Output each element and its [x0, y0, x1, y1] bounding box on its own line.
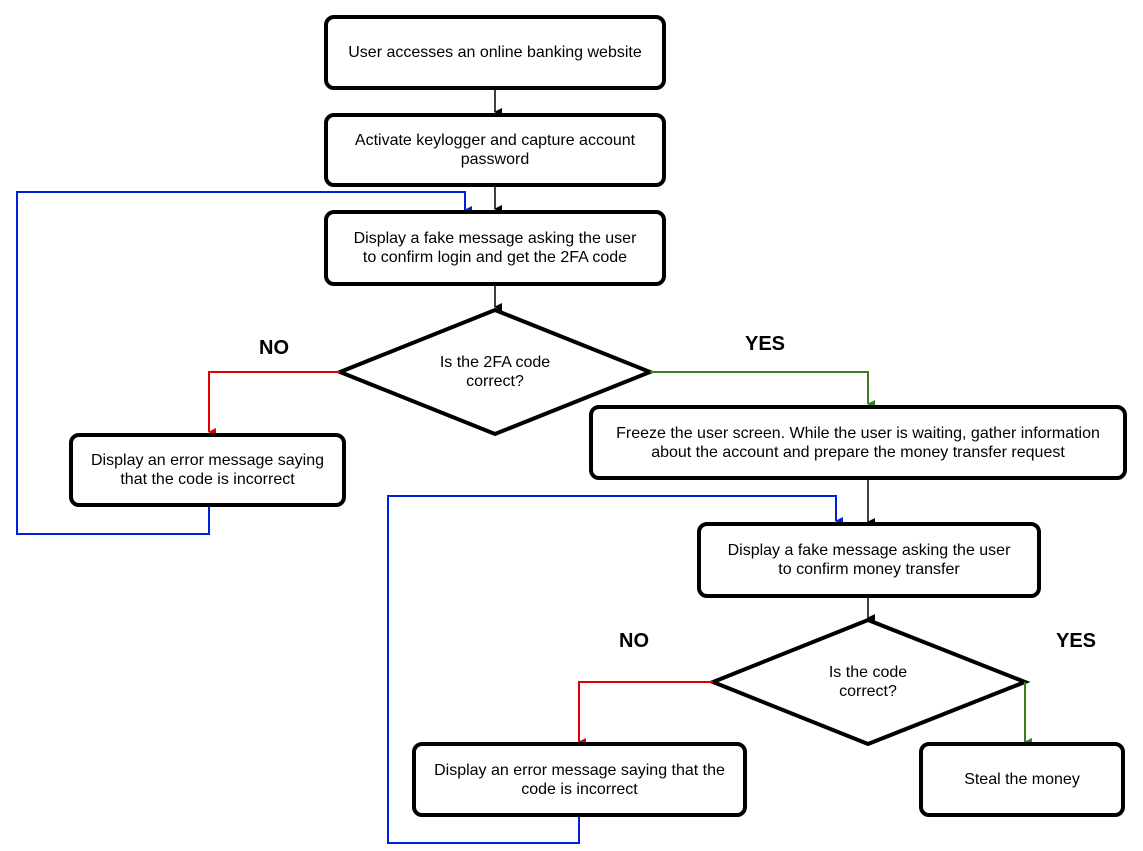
- label-no-code: NO: [619, 630, 649, 652]
- label-yes-2fa: YES: [745, 333, 786, 355]
- label-no-2fa: NO: [259, 337, 289, 359]
- arrow-no-2fa: [208, 371, 340, 436]
- decision-diamond-code: [707, 617, 1031, 747]
- step-error-code: Display an error message saying that the…: [412, 742, 747, 817]
- step-fake-login-message: Display a fake message asking the user t…: [324, 210, 666, 286]
- loop-back-code: [387, 495, 843, 844]
- decision-code-text: Is the code correct?: [828, 664, 908, 700]
- step-steal-money: Steal the money: [919, 742, 1125, 817]
- step-freeze-screen: Freeze the user screen. While the user i…: [589, 405, 1127, 480]
- step-error-2fa: Display an error message saying that the…: [69, 433, 346, 507]
- step-activate-keylogger: Activate keylogger and capture account p…: [324, 113, 666, 187]
- step-fake-transfer-message: Display a fake message asking the user t…: [697, 522, 1041, 598]
- step-access-website: User accesses an online banking website: [324, 15, 666, 90]
- decision-2fa-text: Is the 2FA code correct?: [439, 354, 551, 390]
- loop-back-2fa: [16, 191, 472, 535]
- label-yes-code: YES: [1056, 630, 1097, 652]
- decision-diamond-2fa: [334, 307, 656, 437]
- arrow-yes-2fa: [650, 371, 875, 408]
- arrow-no-code: [578, 681, 713, 746]
